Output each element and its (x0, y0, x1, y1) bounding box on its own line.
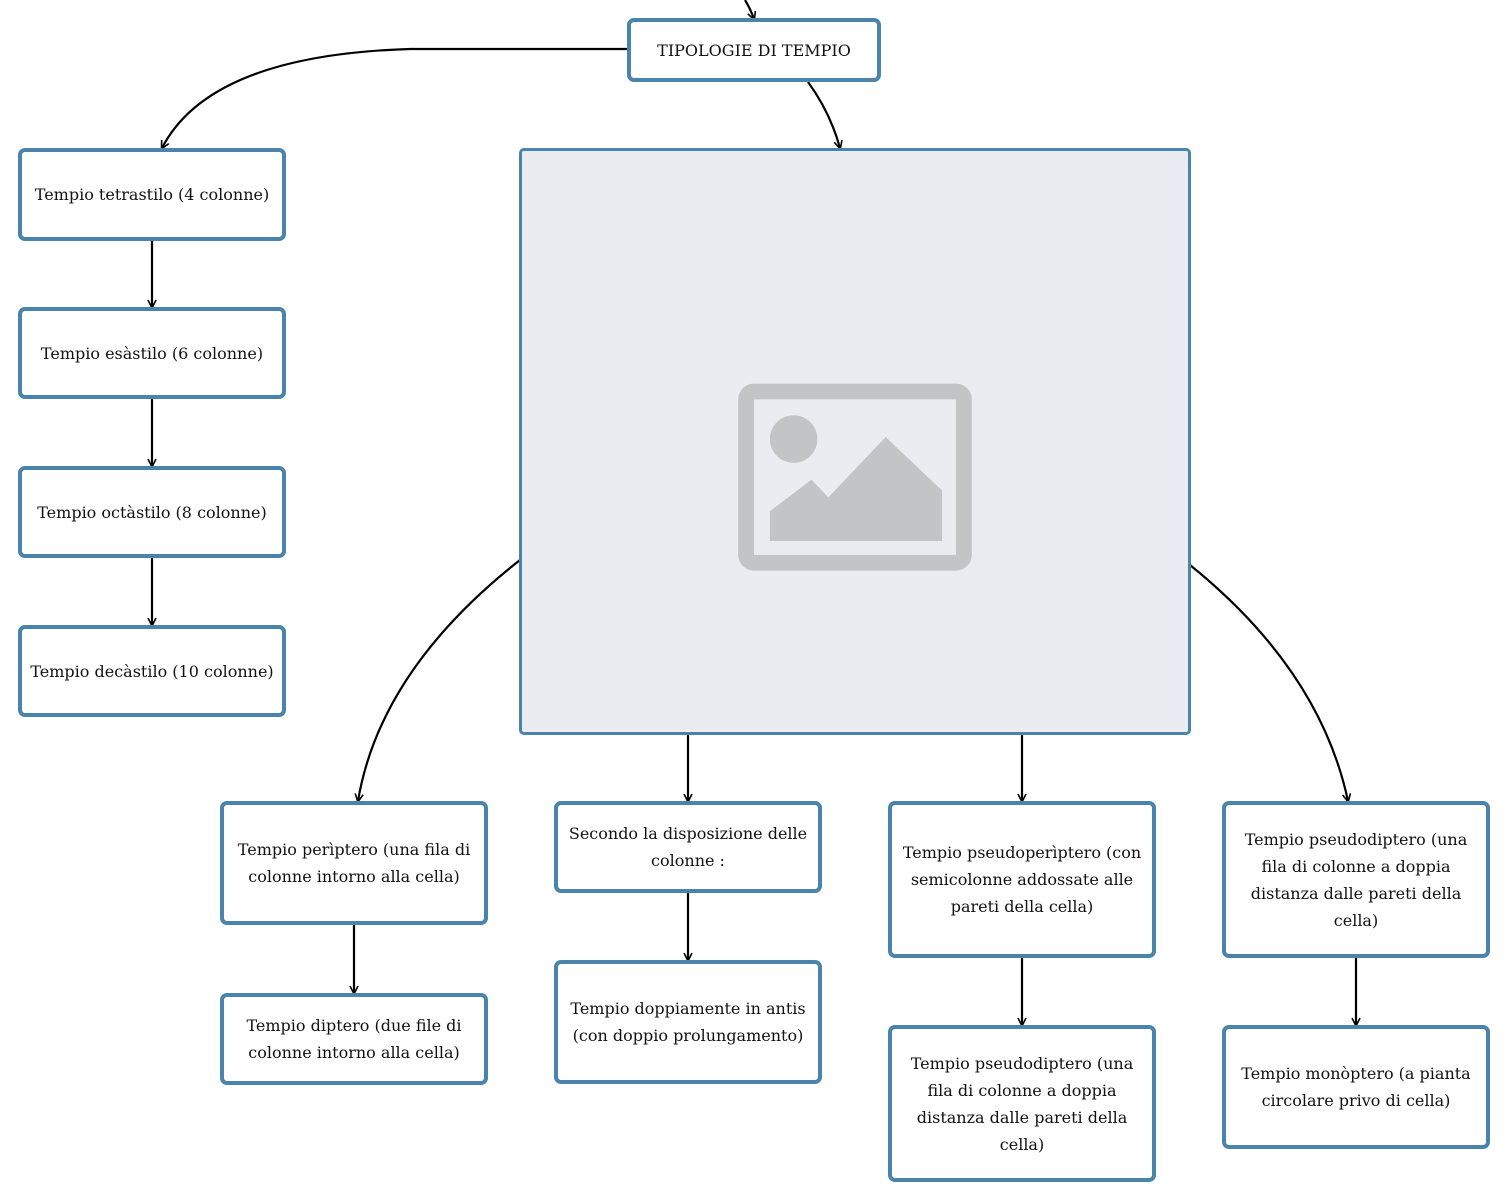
node-octastilo-label: Tempio octàstilo (8 colonne) (37, 502, 267, 522)
node-pseudoperiptero[interactable]: Tempio pseudoperìptero (con semicolonne … (888, 801, 1156, 958)
node-pseudodiptero-b[interactable]: Tempio pseudodiptero (una fila di colonn… (888, 1025, 1156, 1182)
node-decastilo-label: Tempio decàstilo (10 colonne) (30, 661, 274, 681)
node-pseudodiptero-a-label: Tempio pseudodiptero (una fila di colonn… (1244, 829, 1468, 930)
link-root-tetrastilo (162, 47, 628, 148)
node-pseudodiptero-b-label: Tempio pseudodiptero (una fila di colonn… (910, 1053, 1134, 1154)
node-decastilo[interactable]: Tempio decàstilo (10 colonne) (18, 625, 286, 717)
node-tetrastilo-label: Tempio tetrastilo (4 colonne) (34, 185, 270, 204)
node-diptero-label: Tempio diptero (due file di colonne into… (246, 1016, 462, 1062)
link-incoming-root (744, 0, 754, 19)
node-monoptero-label: Tempio monòptero (a pianta circolare pri… (1241, 1064, 1471, 1110)
node-doppiamente[interactable]: Tempio doppiamente in antis (con doppio … (554, 960, 822, 1084)
node-pseudoperiptero-label: Tempio pseudoperìptero (con semicolonne … (902, 843, 1142, 916)
node-periptero-label: Tempio perìptero (una fila di colonne in… (237, 840, 471, 886)
node-pseudodiptero-a[interactable]: Tempio pseudodiptero (una fila di colonn… (1222, 801, 1490, 958)
node-diptero[interactable]: Tempio diptero (due file di colonne into… (220, 993, 488, 1085)
node-disposizione[interactable]: Secondo la disposizione delle colonne : (554, 801, 822, 893)
image-node[interactable] (519, 148, 1191, 735)
node-tetrastilo[interactable]: Tempio tetrastilo (4 colonne) (18, 148, 286, 241)
node-esastilo[interactable]: Tempio esàstilo (6 colonne) (18, 307, 286, 399)
node-periptero[interactable]: Tempio perìptero (una fila di colonne in… (220, 801, 488, 925)
link-image-pseudodiptero (1189, 564, 1348, 801)
node-doppiamente-label: Tempio doppiamente in antis (con doppio … (570, 999, 806, 1045)
node-disposizione-label: Secondo la disposizione delle colonne : (568, 824, 808, 870)
node-root[interactable]: TIPOLOGIE DI TEMPIO (627, 18, 881, 82)
image-icon (738, 383, 972, 571)
node-root-label: TIPOLOGIE DI TEMPIO (657, 40, 851, 60)
node-monoptero[interactable]: Tempio monòptero (a pianta circolare pri… (1222, 1025, 1490, 1149)
link-image-periptero (358, 559, 521, 801)
link-root-image (807, 81, 840, 148)
node-octastilo[interactable]: Tempio octàstilo (8 colonne) (18, 466, 286, 558)
node-esastilo-label: Tempio esàstilo (6 colonne) (40, 343, 264, 363)
